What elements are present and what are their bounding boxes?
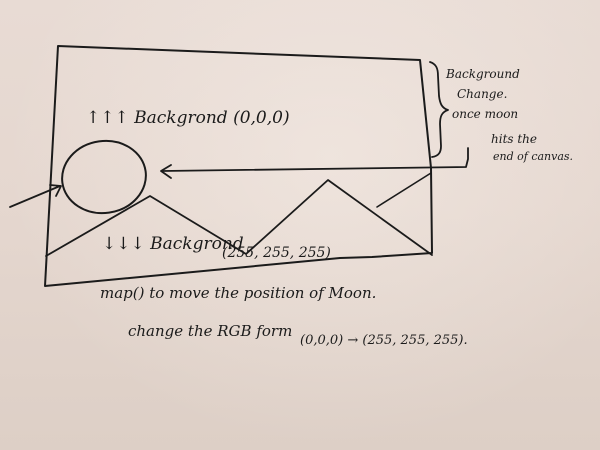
- side-note-line-1: Background: [446, 67, 520, 81]
- moon-circle: [61, 139, 147, 215]
- bottom-background-label: ↓↓↓ Backgrond: [102, 234, 244, 254]
- side-note-line-4: hits the: [491, 132, 538, 146]
- canvas-rectangle: [44, 45, 433, 287]
- side-note-line-3: once moon: [452, 107, 519, 121]
- side-note-line-2: Change.: [457, 87, 508, 101]
- mountain-inner-line: [376, 172, 432, 208]
- mountain-range: [45, 179, 433, 257]
- left-arrow-head: [49, 184, 62, 197]
- left-arrow-line: [9, 185, 61, 208]
- side-bracket: [429, 61, 449, 158]
- top-background-label: ↑↑↑ Backgrond (0,0,0): [86, 108, 290, 128]
- moon-path-arrow-head: [160, 164, 172, 179]
- moon-path-arrow-line: [162, 147, 469, 172]
- caption-line-3: (0,0,0) → (255, 255, 255).: [300, 333, 468, 348]
- bottom-rgb-label: (255, 255, 255): [222, 245, 331, 261]
- side-note-line-5: end of canvas.: [493, 150, 574, 163]
- caption-line-1: map() to move the position of Moon.: [100, 284, 377, 302]
- caption-line-2: change the RGB form: [128, 322, 293, 340]
